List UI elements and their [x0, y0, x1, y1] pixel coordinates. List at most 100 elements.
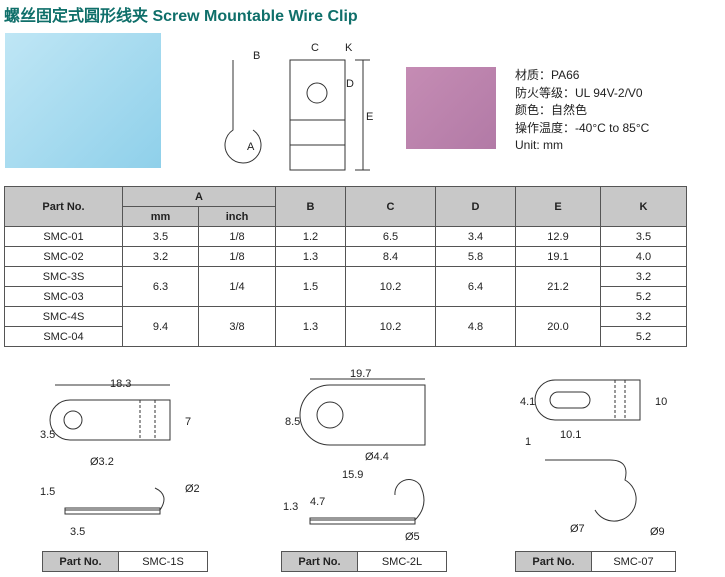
part-label-table: Part No.SMC-1S [42, 551, 208, 572]
part-label-table: Part No.SMC-07 [515, 551, 676, 572]
cell: 6.4 [435, 266, 516, 307]
cell: 3.2 [600, 306, 687, 327]
header-a: A [122, 186, 276, 207]
product-photo [5, 33, 161, 168]
cell: 19.1 [515, 246, 601, 267]
header-b: B [275, 186, 346, 227]
cell: 6.5 [345, 226, 436, 247]
cell: 8.4 [345, 246, 436, 267]
dim: Ø9 [650, 526, 665, 538]
product-photo-with-cable [406, 67, 496, 149]
cell: 1.3 [275, 246, 346, 267]
cell: 3.4 [435, 226, 516, 247]
cell: 10.2 [345, 266, 436, 307]
label-e: E [366, 111, 373, 123]
dim: Ø7 [570, 523, 585, 535]
cell: 3.5 [600, 226, 687, 247]
dim: 15.9 [342, 469, 363, 481]
part-value: SMC-2L [357, 551, 447, 572]
label-d: D [346, 78, 354, 90]
cell: 21.2 [515, 266, 601, 307]
drawing-smc-1s: 18.3 3.5 7 Ø3.2 1.5 Ø2 3.5 [40, 378, 200, 538]
dim: 3.5 [70, 526, 85, 538]
page-title: 螺丝固定式圆形线夹 Screw Mountable Wire Clip [4, 8, 358, 25]
spec-temperature: 操作温度：-40°C to 85°C [515, 120, 650, 135]
cell: 3.5 [122, 226, 199, 247]
cell: 5.2 [600, 326, 687, 347]
cell: SMC-3S [4, 266, 123, 287]
cell: 9.4 [122, 306, 199, 347]
spec-color: 颜色：自然色 [515, 103, 588, 117]
drawing-smc-2l: 19.7 8.5 Ø4.4 15.9 4.7 1.3 Ø5 [283, 368, 426, 543]
cell: SMC-03 [4, 286, 123, 307]
cell: SMC-4S [4, 306, 123, 327]
dimension-diagram: B C K D E A [224, 42, 373, 171]
table-row: SMC-03 5.2 [4, 286, 687, 307]
dim: 8.5 [285, 416, 300, 428]
label-c: C [311, 42, 319, 54]
cell: 10.2 [345, 306, 436, 347]
cell: 6.3 [122, 266, 199, 307]
cell: 1.3 [275, 306, 346, 347]
cell: 20.0 [515, 306, 601, 347]
dim: 18.3 [110, 378, 131, 390]
cell: 4.8 [435, 306, 516, 347]
dim: 1.5 [40, 486, 55, 498]
part-label-table: Part No.SMC-2L [281, 551, 447, 572]
header-k: K [600, 186, 687, 227]
table-row: SMC-04 5.2 [4, 326, 687, 347]
cell: 1/8 [198, 226, 276, 247]
label-k: K [345, 42, 353, 54]
cell: 3.2 [600, 266, 687, 287]
dim: Ø3.2 [90, 456, 114, 468]
drawing-smc-07: 4.1 10 10.1 1 Ø7 Ø9 [520, 379, 667, 538]
dim: Ø4.4 [365, 451, 389, 463]
cell: 3/8 [198, 306, 276, 347]
cell: SMC-02 [4, 246, 123, 267]
header-part-no: Part No. [4, 186, 123, 227]
cell: 12.9 [515, 226, 601, 247]
dim: 4.1 [520, 396, 535, 408]
header-mm: mm [122, 206, 199, 227]
cell: 4.0 [600, 246, 687, 267]
spec-material: 材质：PA66 [515, 68, 580, 82]
dim: 4.7 [310, 496, 325, 508]
part-label: Part No. [42, 551, 119, 572]
dim: 10 [655, 396, 667, 408]
spec-flammability: 防火等级：UL 94V-2/V0 [515, 85, 643, 100]
part-value: SMC-1S [118, 551, 208, 572]
cell: SMC-01 [4, 226, 123, 247]
cell: 3.2 [122, 246, 199, 267]
dim: 1.3 [283, 501, 298, 513]
part-value: SMC-07 [591, 551, 676, 572]
cell: 5.2 [600, 286, 687, 307]
header-e: E [515, 186, 601, 227]
spec-list: 材质：PA66 防火等级：UL 94V-2/V0 颜色：自然色 操作温度：-40… [515, 67, 649, 155]
dim: 3.5 [40, 429, 55, 441]
cell: 1/4 [198, 266, 276, 307]
dim: 19.7 [350, 368, 371, 380]
label-a: A [247, 141, 255, 153]
dim: 7 [185, 416, 191, 428]
cell: 5.8 [435, 246, 516, 267]
label-b: B [253, 50, 260, 62]
dim: 1 [525, 436, 531, 448]
header-c: C [345, 186, 436, 227]
cell: SMC-04 [4, 326, 123, 347]
header-d: D [435, 186, 516, 227]
dim: 10.1 [560, 429, 581, 441]
spec-unit: Unit: mm [515, 138, 563, 152]
cell: 1/8 [198, 246, 276, 267]
cell: 1.2 [275, 226, 346, 247]
dim: Ø2 [185, 483, 200, 495]
cell: 1.5 [275, 266, 346, 307]
part-label: Part No. [281, 551, 358, 572]
part-label: Part No. [515, 551, 592, 572]
header-inch: inch [198, 206, 276, 227]
dim: Ø5 [405, 531, 420, 543]
